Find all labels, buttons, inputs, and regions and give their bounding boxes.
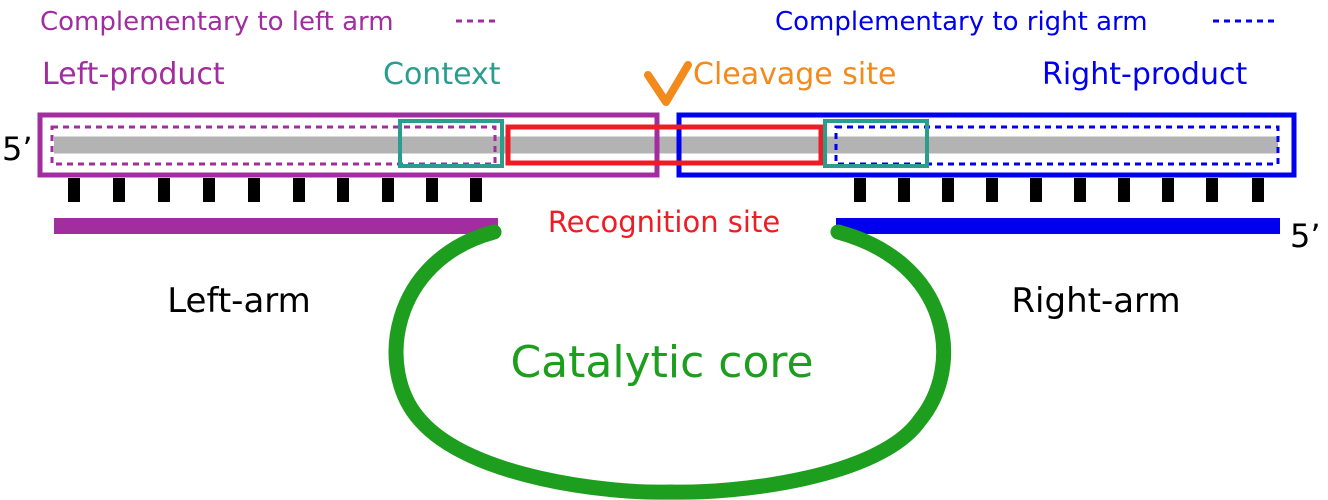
left-base-pair-ticks <box>68 178 482 202</box>
left-product-box <box>37 112 660 178</box>
left-complementary-dashed-box <box>50 125 497 166</box>
cleavage-marker-icon <box>644 61 692 106</box>
base-pair-tick <box>1162 178 1174 202</box>
substrate-five-prime-label: 5’ <box>2 130 33 168</box>
right-base-pair-ticks <box>854 178 1264 202</box>
base-pair-tick <box>426 178 438 202</box>
base-pair-tick <box>113 178 125 202</box>
base-pair-tick <box>470 178 482 202</box>
base-pair-tick <box>248 178 260 202</box>
right-context-box <box>823 119 929 168</box>
base-pair-tick <box>1074 178 1086 202</box>
right-arm-label: Right-arm <box>1011 281 1180 321</box>
base-pair-tick <box>898 178 910 202</box>
base-pair-tick <box>1206 178 1218 202</box>
recognition-site-box <box>505 124 824 166</box>
base-pair-tick <box>293 178 305 202</box>
left-context-box <box>398 119 504 168</box>
base-pair-tick <box>854 178 866 202</box>
recognition-site-label: Recognition site <box>548 205 780 239</box>
base-pair-tick <box>986 178 998 202</box>
left-product-label: Left-product <box>42 57 225 92</box>
catalytic-core-label: Catalytic core <box>510 337 813 388</box>
right-product-label: Right-product <box>1042 57 1247 92</box>
legend-right-complementary-label: Complementary to right arm <box>775 7 1148 37</box>
right-complementary-dashed-box <box>834 125 1280 166</box>
catalytic-core-loop <box>388 224 952 500</box>
enzyme-five-prime-label: 5’ <box>1290 217 1321 255</box>
context-label: Context <box>383 57 501 92</box>
legend-left-complementary-label: Complementary to left arm <box>40 7 394 37</box>
base-pair-tick <box>1252 178 1264 202</box>
base-pair-tick <box>158 178 170 202</box>
base-pair-tick <box>203 178 215 202</box>
base-pair-tick <box>1118 178 1130 202</box>
base-pair-tick <box>942 178 954 202</box>
base-pair-tick <box>68 178 80 202</box>
base-pair-tick <box>337 178 349 202</box>
cleavage-site-label: Cleavage site <box>693 57 896 92</box>
base-pair-tick <box>382 178 394 202</box>
right-product-box <box>676 112 1297 178</box>
left-arm-label: Left-arm <box>167 281 311 321</box>
base-pair-tick <box>1030 178 1042 202</box>
